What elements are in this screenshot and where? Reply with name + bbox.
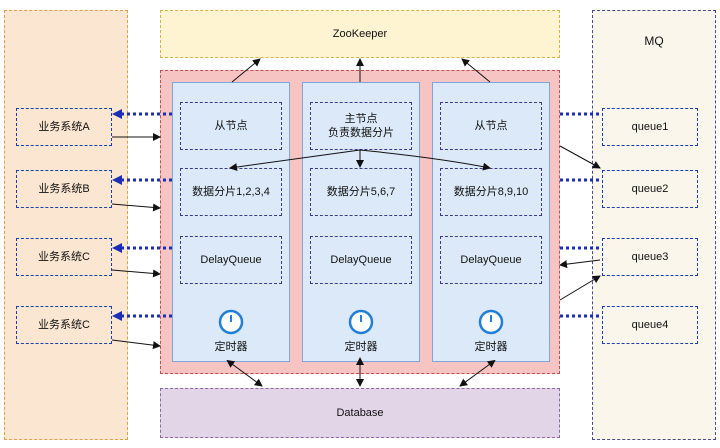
queue4-box: queue4 xyxy=(602,306,698,344)
arrow-to-zookeeper-right xyxy=(461,58,491,83)
arrow-system-b-to-cluster xyxy=(111,203,161,212)
clock-icon xyxy=(218,309,244,335)
node-3-shards: 数据分片8,9,10 xyxy=(440,168,542,216)
node-3-delayqueue: DelayQueue xyxy=(440,236,542,284)
clock-icon xyxy=(478,309,504,335)
node-2-timer-label: 定时器 xyxy=(344,341,378,353)
node-3-role: 从节点 xyxy=(440,102,542,150)
queue3-box: queue3 xyxy=(602,238,698,276)
arrow-shard-node1 xyxy=(229,149,361,172)
arrow-to-zookeeper-left xyxy=(231,58,261,83)
arrow-cluster-to-queue3 xyxy=(559,275,601,301)
system-c-2: 业务系统C xyxy=(16,306,112,344)
mq-panel xyxy=(592,10,716,440)
arrow-system-c2-to-cluster xyxy=(111,339,161,350)
arrow-shard-node3 xyxy=(359,149,491,171)
queue1-box: queue1 xyxy=(602,108,698,146)
node-2-role: 主节点 负责数据分片 xyxy=(310,102,412,150)
system-b: 业务系统B xyxy=(16,170,112,208)
node-3-timer-label: 定时器 xyxy=(474,341,508,353)
node-1-timer-label: 定时器 xyxy=(214,341,248,353)
clock-icon xyxy=(348,309,374,335)
database-box: Database xyxy=(160,388,560,438)
system-a: 业务系统A xyxy=(16,108,112,146)
arrow-cluster-to-queue2 xyxy=(559,145,601,169)
node-1-role: 从节点 xyxy=(180,102,282,150)
node-1-shards: 数据分片1,2,3,4 xyxy=(180,168,282,216)
arrow-node3-database xyxy=(459,359,496,387)
arrow-queue3-to-cluster xyxy=(559,259,601,269)
queue2-box: queue2 xyxy=(602,170,698,208)
arrow-node1-database xyxy=(226,359,263,387)
node-2-shards: 数据分片5,6,7 xyxy=(310,168,412,216)
zookeeper-box: ZooKeeper xyxy=(160,10,560,58)
node-1-delayqueue: DelayQueue xyxy=(180,236,282,284)
arrow-system-c-to-cluster xyxy=(111,269,161,278)
node-2-delayqueue: DelayQueue xyxy=(310,236,412,284)
mq-title: MQ xyxy=(644,34,664,48)
business-systems-panel xyxy=(4,10,128,440)
system-c: 业务系统C xyxy=(16,238,112,276)
